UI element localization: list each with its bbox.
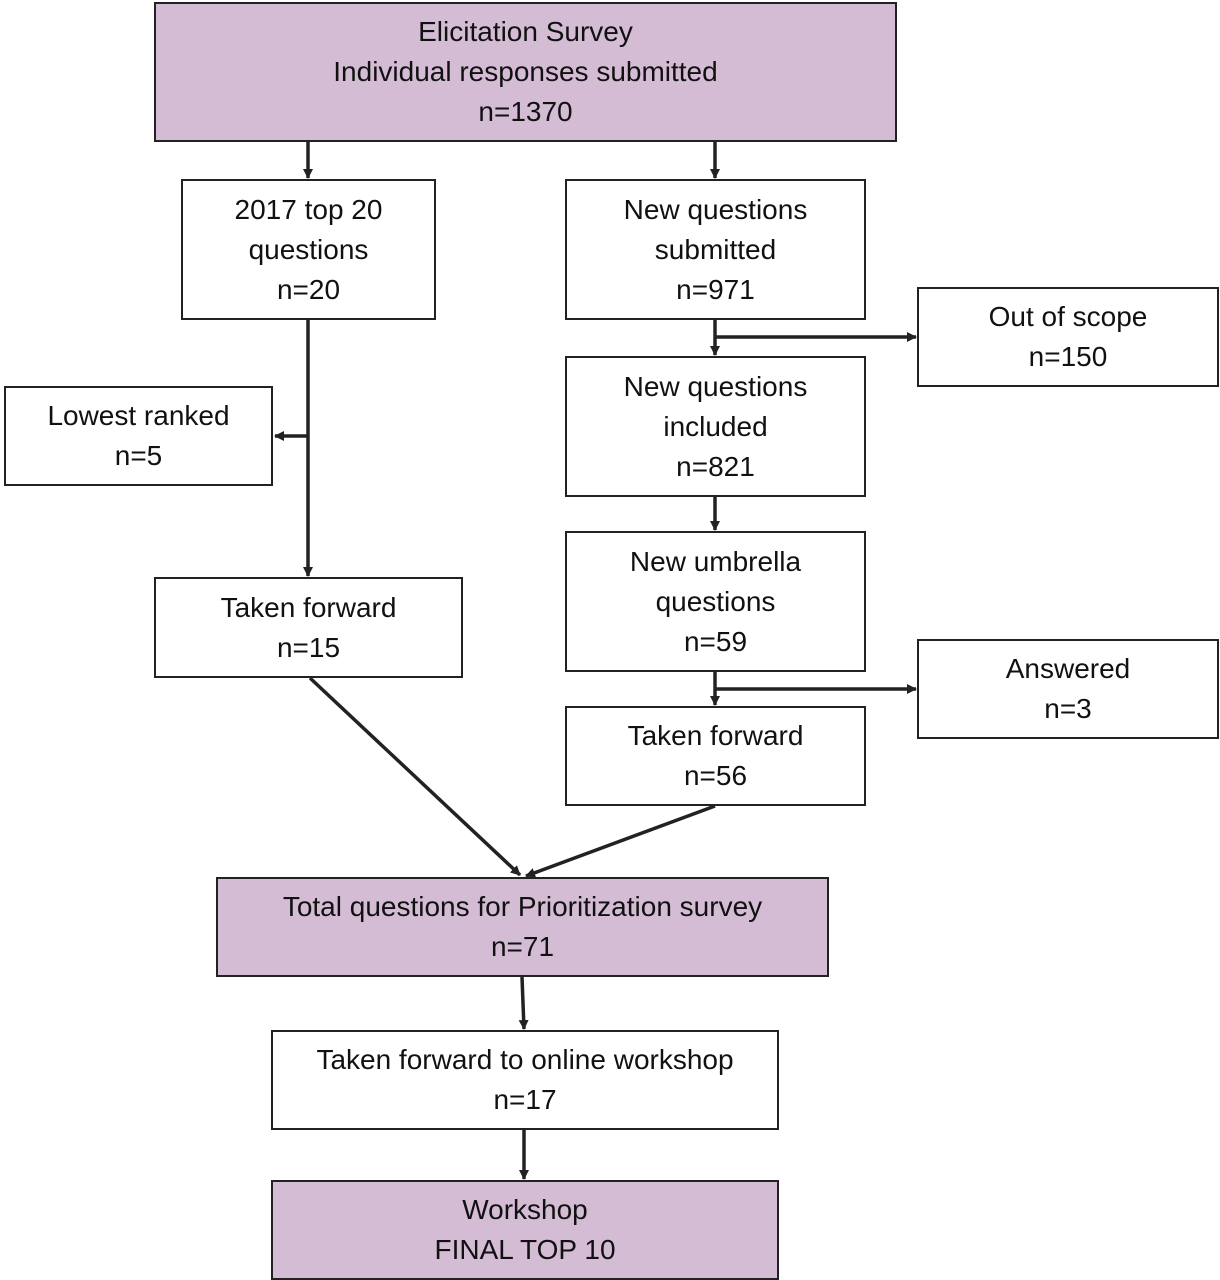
box-text-line: n=1370 xyxy=(478,96,573,127)
lowest-ranked-box: Lowest ranked n=5 xyxy=(4,386,273,486)
box-text-line: included xyxy=(663,410,768,442)
total-prioritization-box: Total questions for Prioritization surve… xyxy=(216,877,829,977)
box-text-line: questions xyxy=(655,585,776,617)
box-text-line: n=17 xyxy=(493,1084,557,1115)
box-text-line: Total questions for Prioritization surve… xyxy=(282,891,763,922)
online-workshop-box: Taken forward to online workshop n=17 xyxy=(271,1030,779,1130)
box-text-line: Taken forward to online workshop xyxy=(316,1044,734,1075)
new-umbrella-questions-box: New umbrella questions n=59 xyxy=(565,531,866,672)
box-text-line: Elicitation Survey xyxy=(418,16,633,47)
box-text-line: New questions xyxy=(623,370,808,402)
box-text-line: n=5 xyxy=(114,440,163,471)
box-text-line: n=20 xyxy=(276,273,341,305)
box-text-line: n=3 xyxy=(1044,693,1092,724)
box-text-line: Taken forward xyxy=(220,591,397,623)
box-text-line: Out of scope xyxy=(988,301,1148,332)
box-text-line: n=971 xyxy=(676,273,755,305)
box-text-line: Individual responses submitted xyxy=(333,56,718,87)
top20-questions-box: 2017 top 20 questions n=20 xyxy=(181,179,436,320)
box-text-line: n=56 xyxy=(683,760,748,791)
box-text-line: Lowest ranked xyxy=(47,400,230,431)
out-of-scope-box: Out of scope n=150 xyxy=(917,287,1219,387)
box-text-line: questions xyxy=(248,233,369,265)
box-text-line: Answered xyxy=(1005,653,1131,684)
box-text-line: n=15 xyxy=(276,631,341,663)
box-text-line: 2017 top 20 xyxy=(234,193,383,225)
answered-box: Answered n=3 xyxy=(917,639,1219,739)
box-text-line: submitted xyxy=(654,233,777,265)
box-text-line: n=150 xyxy=(1028,341,1108,372)
arrow-left-to-total xyxy=(308,676,522,877)
arrow-total-to-online xyxy=(518,976,529,1030)
taken-forward-right-box: Taken forward n=56 xyxy=(565,706,866,806)
box-text-line: n=59 xyxy=(683,625,748,657)
box-text-line: n=821 xyxy=(676,450,755,482)
arrow-right-to-total xyxy=(525,804,716,878)
box-text-line: New questions xyxy=(623,193,808,225)
taken-forward-left-box: Taken forward n=15 xyxy=(154,577,463,678)
box-text-line: New umbrella xyxy=(629,545,802,577)
new-questions-included-box: New questions included n=821 xyxy=(565,356,866,497)
box-text-line: FINAL TOP 10 xyxy=(434,1234,616,1265)
new-questions-submitted-box: New questions submitted n=971 xyxy=(565,179,866,320)
box-text-line: Taken forward xyxy=(627,720,804,751)
box-text-line: Workshop xyxy=(462,1194,588,1225)
box-text-line: n=71 xyxy=(490,931,555,962)
